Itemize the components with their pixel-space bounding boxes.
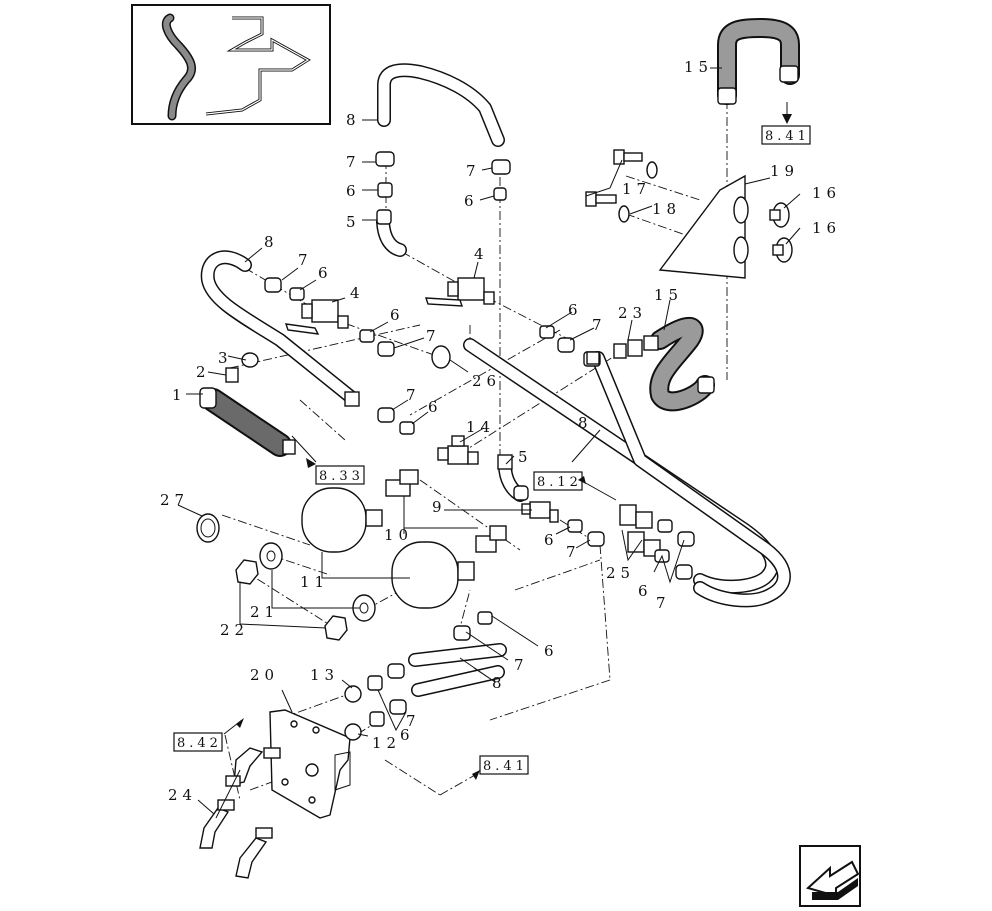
valve-4-right [425, 277, 495, 307]
callout-11: 11 [300, 573, 329, 591]
callout-labels: 8 7 6 5 7 6 8 7 6 4 4 6 7 26 3 2 1 7 6 6… [160, 58, 841, 804]
callout-7: 7 [566, 543, 581, 561]
reference-8-33: 8.33 [306, 458, 365, 485]
callout-18: 18 [652, 200, 681, 218]
previous-page-arrow-icon[interactable] [799, 845, 861, 907]
callout-6: 6 [318, 264, 333, 282]
callout-7: 7 [514, 656, 529, 674]
leader-lines [177, 67, 801, 819]
small-fittings [199, 65, 799, 727]
callout-19: 19 [770, 162, 799, 180]
callout-15: 15 [654, 286, 683, 304]
ref-label: 8.42 [177, 736, 222, 751]
callout-2: 2 [196, 363, 211, 381]
ref-label: 8.33 [319, 469, 364, 484]
callout-22: 22 [220, 621, 249, 639]
ref-label: 8.12 [537, 475, 582, 490]
steel-tube-8-long [463, 338, 791, 608]
callout-4: 4 [474, 245, 489, 263]
callout-7: 7 [466, 162, 481, 180]
tee-fitting-9 [521, 501, 559, 523]
accumulator-10 [301, 487, 383, 553]
ref-label: 8.41 [483, 759, 528, 774]
callout-16: 16 [812, 219, 841, 237]
reference-8-12: 8.12 [533, 471, 617, 501]
elbow-fittings-24 [199, 747, 281, 879]
pipe-layout-thumbnail-icon [131, 4, 331, 125]
reference-8-41-bottom: 8.41 [472, 755, 529, 780]
bracket-19 [658, 174, 749, 279]
mounting-plate-20 [269, 709, 351, 819]
callout-10: 10 [384, 526, 413, 544]
steel-tube-8-left [200, 250, 359, 405]
callout-3: 3 [218, 349, 233, 367]
callout-5: 5 [346, 213, 361, 231]
callout-15: 15 [684, 58, 713, 76]
steel-tube-8-top [377, 63, 505, 147]
callout-8: 8 [346, 111, 361, 129]
callout-27: 27 [160, 491, 189, 509]
callout-6: 6 [544, 531, 559, 549]
callout-12: 12 [372, 734, 401, 752]
callout-20: 20 [250, 666, 279, 684]
callout-5: 5 [518, 448, 533, 466]
callout-6: 6 [568, 301, 583, 319]
callout-4: 4 [350, 284, 365, 302]
callout-21: 21 [250, 603, 279, 621]
callout-7: 7 [656, 594, 671, 612]
assembly-centerlines [221, 100, 728, 801]
callout-25: 25 [606, 564, 635, 582]
callout-14: 14 [466, 418, 495, 436]
callout-6: 6 [390, 306, 405, 324]
callout-17: 17 [622, 180, 651, 198]
callout-6: 6 [428, 398, 443, 416]
callout-24: 24 [168, 786, 197, 804]
reference-8-42: 8.42 [173, 718, 244, 752]
callout-6: 6 [638, 582, 653, 600]
callout-7: 7 [406, 712, 421, 730]
callout-8: 8 [578, 414, 593, 432]
hose-1 [201, 388, 292, 457]
callout-16: 16 [812, 184, 841, 202]
callout-13: 13 [310, 666, 339, 684]
hose-15-upper [717, 18, 800, 105]
callout-6: 6 [346, 182, 361, 200]
callout-8: 8 [264, 233, 279, 251]
callout-26: 26 [472, 372, 501, 390]
callout-9: 9 [432, 498, 447, 516]
callout-7: 7 [298, 251, 313, 269]
bolts-17-18 [585, 149, 658, 223]
hose-15-middle [649, 316, 715, 412]
accumulator-11 [391, 541, 475, 609]
callout-6: 6 [544, 642, 559, 660]
callout-7: 7 [592, 316, 607, 334]
callout-23: 23 [618, 304, 647, 322]
steel-tubes-8-short [408, 643, 507, 697]
callout-1: 1 [172, 386, 187, 404]
reference-8-41-top: 8.41 [761, 102, 811, 145]
valve-4-left [284, 299, 349, 335]
callout-7: 7 [426, 327, 441, 345]
callout-8: 8 [492, 674, 507, 692]
washers-and-nuts [196, 202, 793, 741]
ref-label: 8.41 [765, 129, 810, 144]
callout-6: 6 [400, 726, 415, 744]
callout-6: 6 [464, 192, 479, 210]
callout-7: 7 [406, 386, 421, 404]
cross-fitting-14 [437, 435, 479, 465]
callout-7: 7 [346, 153, 361, 171]
